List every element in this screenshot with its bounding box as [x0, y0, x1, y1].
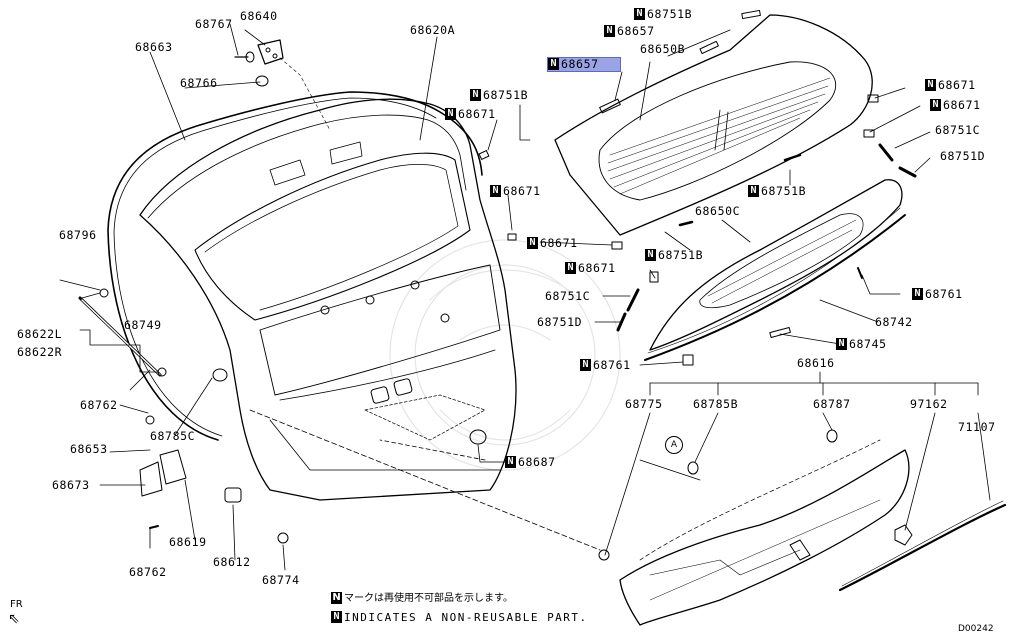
part-68663-label[interactable]: 68663: [135, 40, 173, 54]
part-68785C-label[interactable]: 68785C: [150, 429, 196, 443]
front-direction-label: FR: [10, 599, 23, 610]
part-68767-label[interactable]: 68767: [195, 17, 233, 31]
part-68751C-label-right[interactable]: 68751C: [935, 123, 981, 137]
garnish-68616: [619, 439, 910, 626]
non-reusable-mark: N: [527, 237, 538, 249]
part-68653-label[interactable]: 68653: [70, 442, 108, 456]
back-glass-68650B: [554, 14, 873, 236]
part-97162-label[interactable]: 97162: [910, 397, 948, 411]
non-reusable-mark: N: [490, 185, 501, 197]
non-reusable-mark: N: [331, 592, 342, 604]
non-reusable-mark: N: [445, 108, 456, 120]
quarter-glass-68650C: [644, 179, 906, 361]
non-reusable-mark: N: [836, 338, 847, 350]
part-68787-label[interactable]: 68787: [813, 397, 851, 411]
leader-lines: [59, 23, 991, 571]
part-68619-label[interactable]: 68619: [169, 535, 207, 549]
non-reusable-mark: N: [925, 79, 936, 91]
part-68620A-label[interactable]: 68620A: [410, 23, 456, 37]
non-reusable-mark: N: [580, 359, 591, 371]
part-68751C-label-left[interactable]: 68751C: [545, 289, 591, 303]
part-68622R-label[interactable]: 68622R: [17, 345, 63, 359]
non-reusable-mark: N: [604, 25, 615, 37]
non-reusable-mark: N: [505, 456, 516, 468]
non-reusable-mark: N: [548, 58, 559, 70]
part-68774-label[interactable]: 68774: [262, 573, 300, 587]
part-68673-label[interactable]: 68673: [52, 478, 90, 492]
non-reusable-mark: N: [930, 99, 941, 111]
front-direction-arrow-icon: ⇖: [8, 611, 20, 627]
part-68762-label-lower[interactable]: 68762: [129, 565, 167, 579]
part-68650B-label[interactable]: 68650B: [640, 42, 686, 56]
part-68742-label[interactable]: 68742: [875, 315, 913, 329]
part-68749-label[interactable]: 68749: [124, 318, 162, 332]
part-68616-label[interactable]: 68616: [797, 356, 835, 370]
part-68751D-label-right[interactable]: 68751D: [940, 149, 986, 163]
hinge-68640: [234, 39, 331, 131]
non-reusable-mark: N: [645, 249, 656, 261]
reference-circle-a: A: [665, 436, 683, 454]
non-reusable-mark: N: [912, 288, 923, 300]
part-68766-label[interactable]: 68766: [180, 76, 218, 90]
part-68785B-label[interactable]: 68785B: [693, 397, 739, 411]
non-reusable-mark: N: [470, 89, 481, 101]
non-reusable-mark: N: [565, 262, 576, 274]
diagram-code: D00242: [958, 624, 994, 634]
part-68796-label[interactable]: 68796: [59, 228, 97, 242]
gas-strut-68622: [78, 288, 167, 377]
weatherstrip-68663: [107, 91, 483, 441]
part-68775-label[interactable]: 68775: [625, 397, 663, 411]
non-reusable-mark: N: [748, 185, 759, 197]
part-71107-label[interactable]: 71107: [958, 420, 996, 434]
part-68640-label[interactable]: 68640: [240, 9, 278, 23]
part-68762-label-upper[interactable]: 68762: [80, 398, 118, 412]
part-68650C-label[interactable]: 68650C: [695, 204, 741, 218]
part-68751D-label-left[interactable]: 68751D: [537, 315, 583, 329]
part-68622L-label[interactable]: 68622L: [17, 327, 63, 341]
non-reusable-mark: N: [634, 8, 645, 20]
watermark-seal: [389, 239, 621, 471]
part-68612-label[interactable]: 68612: [213, 555, 251, 569]
non-reusable-mark: N: [331, 611, 342, 623]
tailgate-body-68620A: [139, 98, 517, 501]
